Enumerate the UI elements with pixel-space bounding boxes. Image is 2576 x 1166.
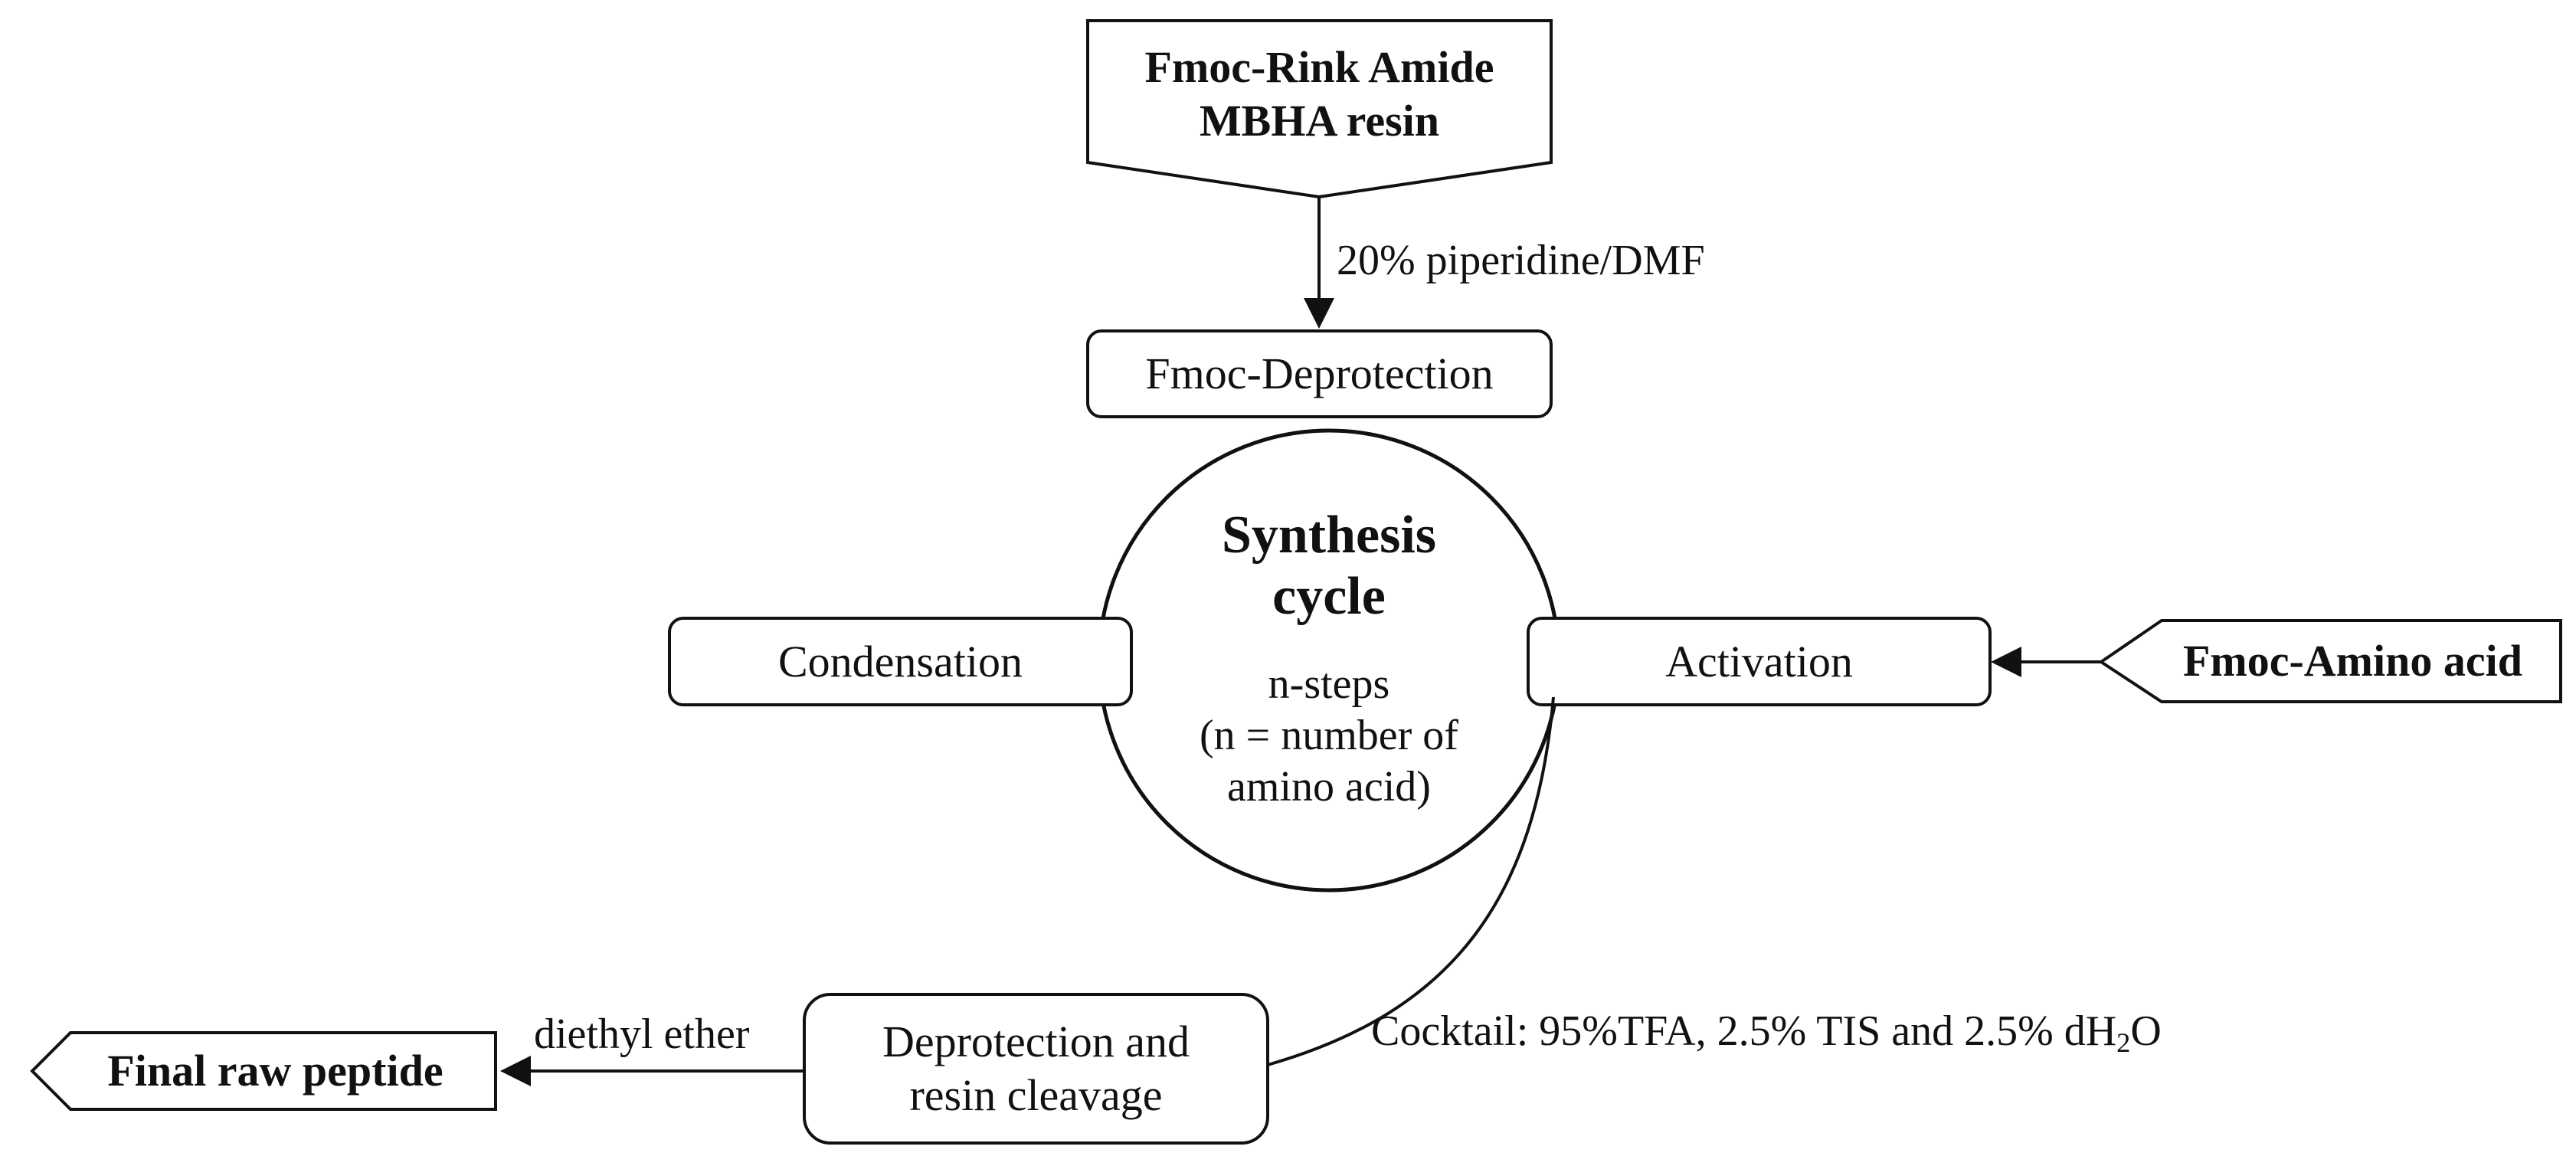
cocktail-subscript: 2 — [2116, 1027, 2131, 1059]
cycle-sub-line1: n-steps — [1268, 660, 1390, 708]
cocktail-text: Cocktail: 95%TFA, 2.5% TIS and 2.5% dH — [1371, 1007, 2117, 1055]
cleavage-box — [803, 993, 1269, 1145]
cycle-sub-line2: (n = number of — [1200, 711, 1458, 759]
amino-acid-input-shape — [2098, 619, 2562, 703]
precipitation-reagent-label: diethyl ether — [534, 1010, 750, 1058]
cleavage-line2: resin cleavage — [909, 1070, 1163, 1120]
cleavage-line1: Deprotection and — [882, 1017, 1190, 1067]
fmoc-deprotection-label: Fmoc-Deprotection — [1145, 349, 1494, 399]
cycle-sub-line3: amino acid) — [1227, 763, 1431, 811]
cycle-center-text: Synthesis cycle n-steps (n = number of a… — [1137, 490, 1520, 827]
start-resin-label: Fmoc-Rink Amide MBHA resin — [1088, 31, 1551, 157]
start-resin-line1: Fmoc-Rink Amide — [1144, 41, 1494, 92]
deprotection-reagent-label: 20% piperidine/DMF — [1337, 237, 1705, 284]
cleavage-label: Deprotection and resin cleavage — [804, 994, 1268, 1143]
cycle-title-line2: cycle — [1272, 567, 1386, 627]
amino-acid-input-label: Fmoc-Amino acid — [2183, 636, 2522, 686]
condensation-box — [668, 617, 1133, 706]
cycle-title-line1: Synthesis — [1221, 505, 1437, 565]
final-peptide-shape — [30, 1031, 497, 1111]
start-resin-shape — [1086, 19, 1553, 199]
final-peptide-label: Final raw peptide — [107, 1046, 444, 1096]
activation-box — [1527, 617, 1992, 706]
condensation-label: Condensation — [778, 636, 1023, 686]
cocktail-suffix: O — [2130, 1007, 2162, 1055]
cocktail-label: Cocktail: 95%TFA, 2.5% TIS and 2.5% dH2O — [1371, 1010, 2162, 1057]
start-resin-line2: MBHA resin — [1199, 95, 1440, 146]
activation-label: Activation — [1665, 636, 1853, 686]
curve-cycle-to-cleavage — [1267, 696, 1555, 1066]
fmoc-deprotection-box — [1086, 329, 1553, 418]
